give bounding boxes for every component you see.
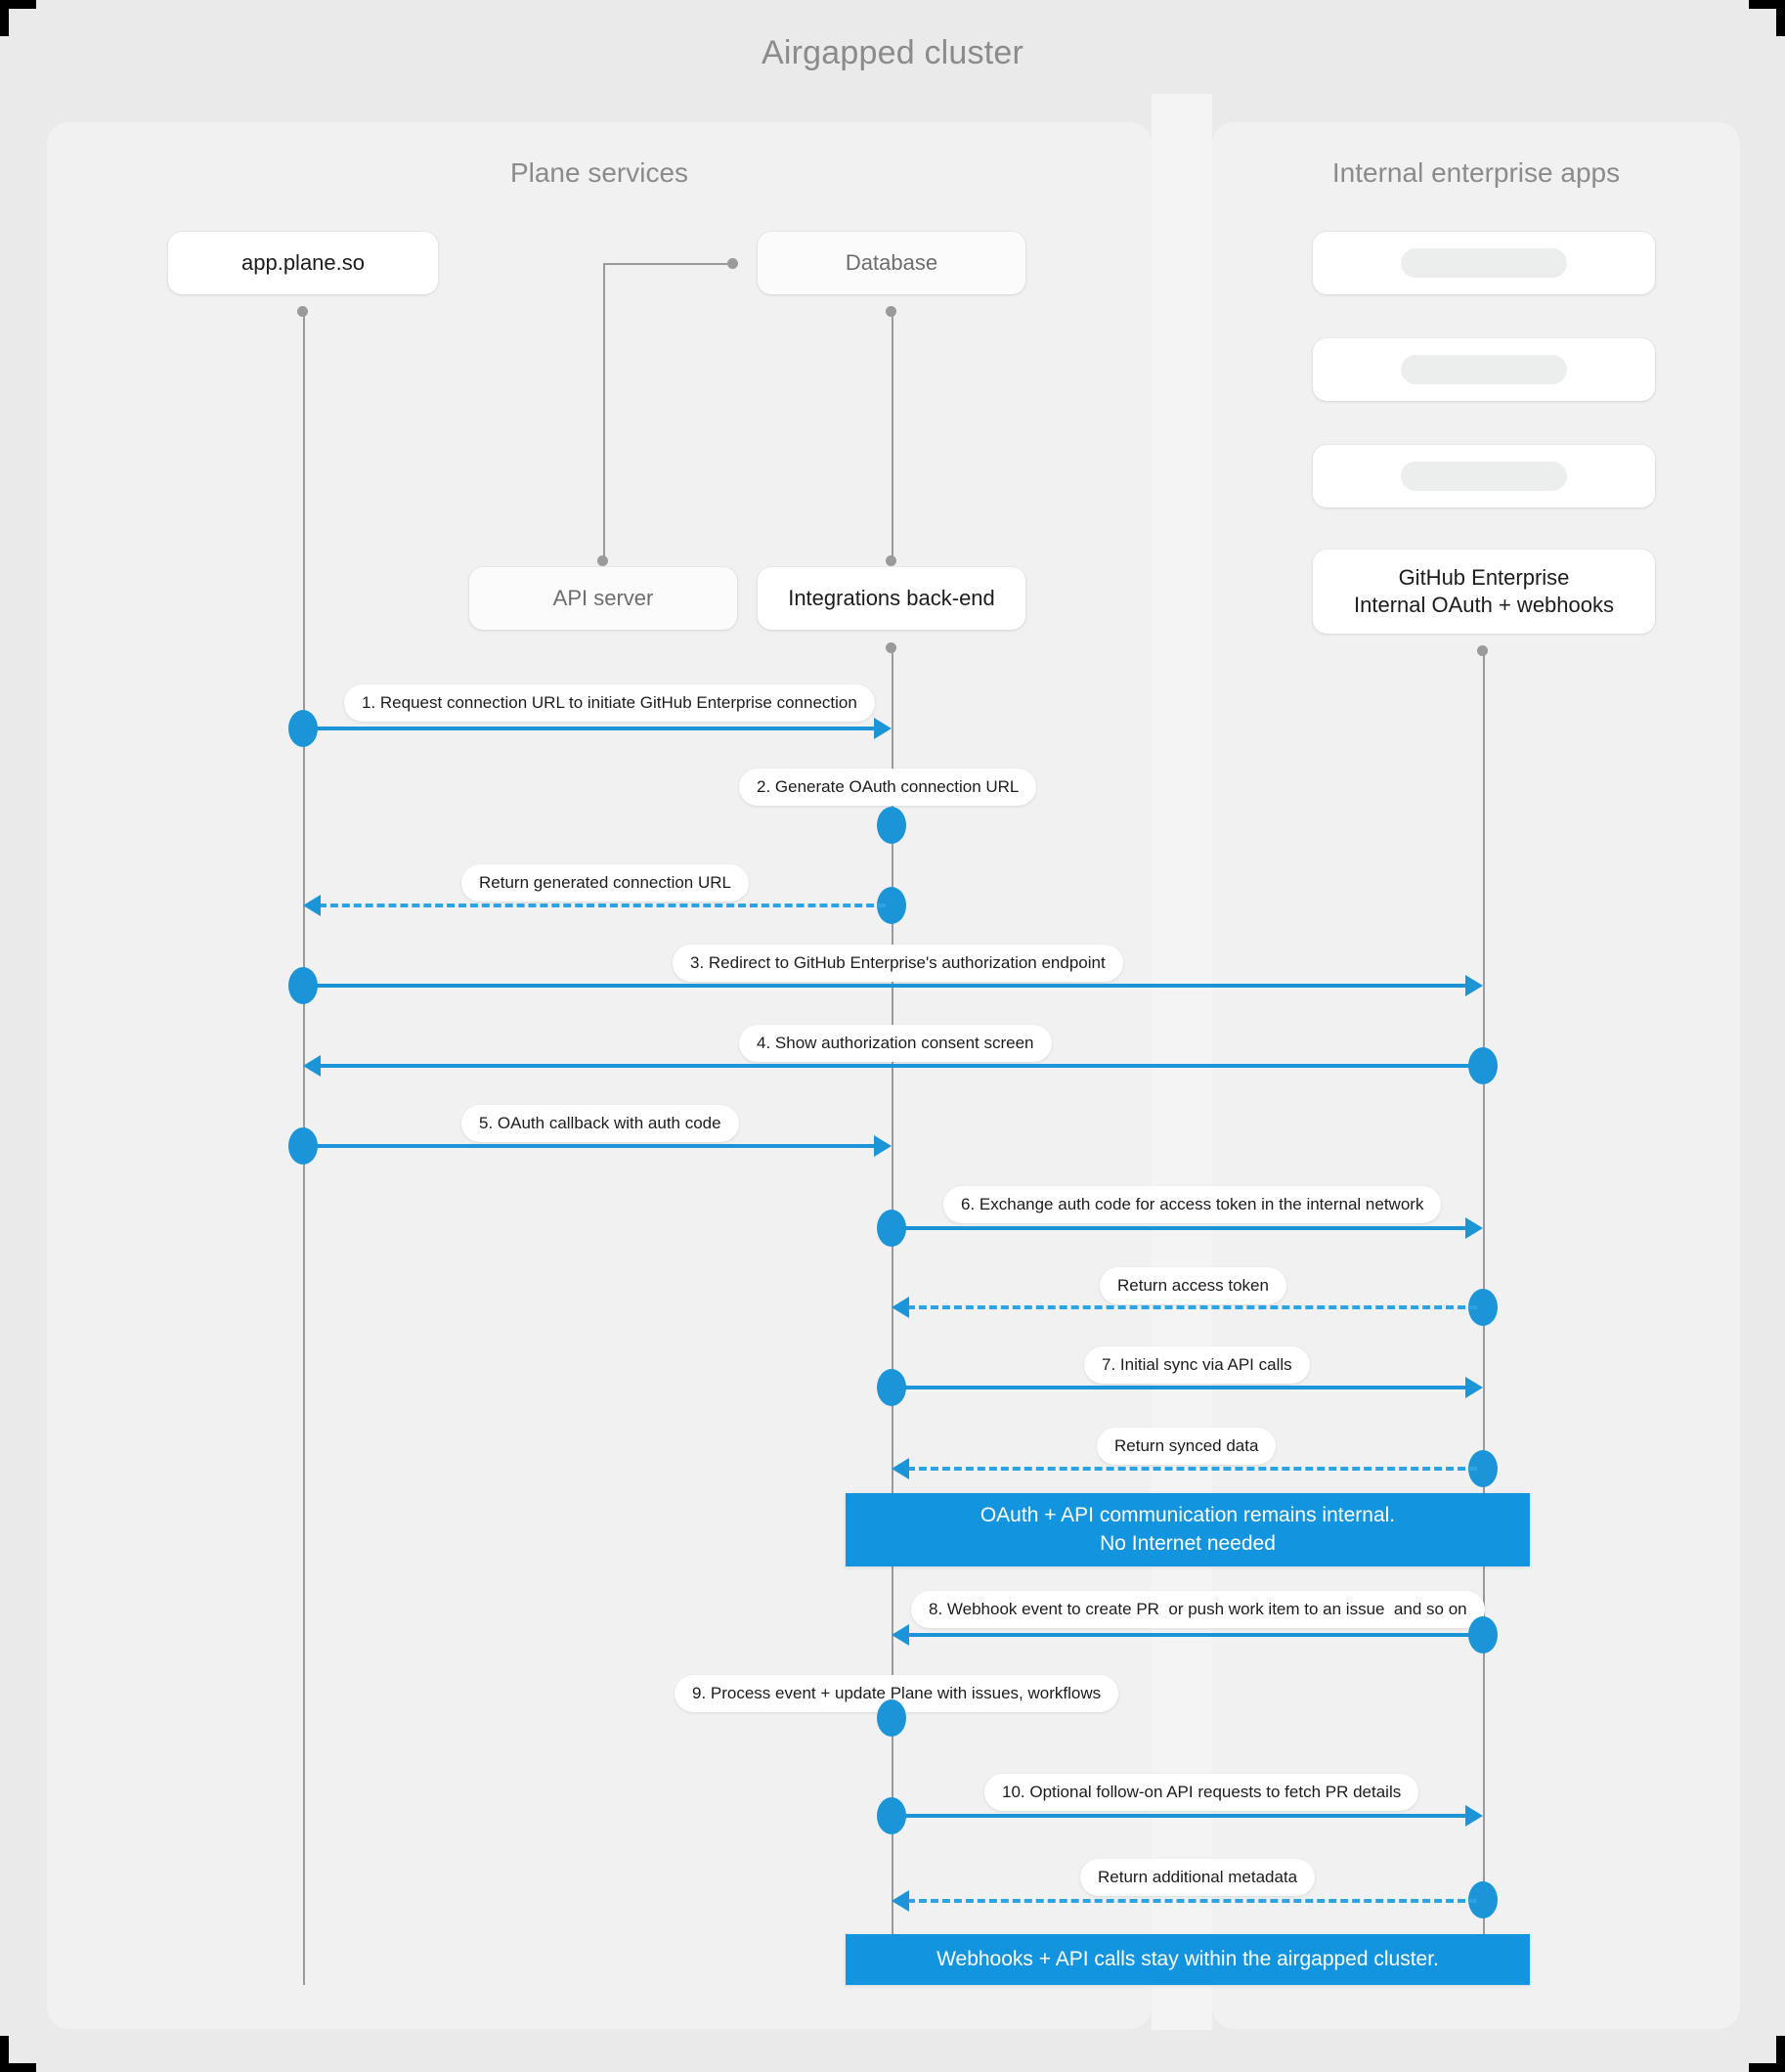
- group-internal-enterprise-apps-title: Internal enterprise apps: [1331, 157, 1621, 188]
- message-label-5: 5. OAuth callback with auth code: [461, 1105, 739, 1142]
- connector-database-to-api-horizontal: [603, 263, 732, 265]
- connector-dot-database-bottom: [886, 306, 896, 317]
- page-title: Airgapped cluster: [762, 34, 1023, 71]
- crop-mark-bottom-right: [1749, 2036, 1785, 2072]
- lifeline-dot-app-plane-so: [297, 306, 308, 317]
- message-line-4: [319, 1064, 1477, 1068]
- message-arrowhead-7: [1465, 1377, 1483, 1398]
- crop-mark-top-left: [0, 0, 36, 36]
- message-line-1: [303, 727, 874, 730]
- participant-placeholder-3[interactable]: [1313, 445, 1655, 507]
- message-line-3: [303, 984, 1465, 988]
- participant-integrations-backend[interactable]: Integrations back-end: [758, 567, 1025, 630]
- message-arrowhead-5: [874, 1135, 892, 1157]
- message-arrowhead-10: [1465, 1805, 1483, 1827]
- message-arrowhead-return-4: [892, 1890, 909, 1912]
- participant-app-plane-so-label: app.plane.so: [241, 249, 365, 275]
- message-label-return-4: Return additional metadata: [1080, 1859, 1316, 1896]
- message-arrowhead-return-2: [892, 1297, 909, 1318]
- placeholder-pill-3: [1401, 462, 1567, 491]
- message-label-return-3: Return synced data: [1097, 1428, 1277, 1465]
- message-line-return-4: [907, 1899, 1477, 1903]
- participant-api-server-label: API server: [552, 585, 654, 610]
- message-label-7: 7. Initial sync via API calls: [1084, 1346, 1310, 1384]
- connector-dot-integrations-top: [886, 555, 896, 566]
- participant-placeholder-2[interactable]: [1313, 338, 1655, 401]
- message-line-return-1: [319, 904, 886, 907]
- message-line-7: [892, 1386, 1465, 1389]
- participant-app-plane-so[interactable]: app.plane.so: [168, 232, 438, 294]
- note-oauth-internal-line-1: OAuth + API communication remains intern…: [980, 1504, 1396, 1527]
- group-plane-services-title: Plane services: [509, 157, 689, 188]
- note-webhooks-airgapped: Webhooks + API calls stay within the air…: [846, 1934, 1530, 1985]
- lifeline-dot-github-enterprise: [1477, 645, 1488, 656]
- message-arrowhead-return-1: [303, 895, 321, 916]
- note-oauth-internal-line-2: No Internet needed: [1100, 1531, 1276, 1555]
- message-label-2: 2. Generate OAuth connection URL: [739, 769, 1037, 806]
- crop-mark-bottom-left: [0, 2036, 36, 2072]
- group-gap-band: [1152, 94, 1212, 2030]
- note-oauth-internal: OAuth + API communication remains intern…: [846, 1493, 1530, 1566]
- message-line-return-2: [907, 1305, 1477, 1309]
- connector-database-to-api-vertical: [603, 263, 605, 561]
- message-label-4: 4. Show authorization consent screen: [739, 1025, 1052, 1062]
- activation-9: [877, 1699, 906, 1737]
- message-label-6: 6. Exchange auth code for access token i…: [943, 1186, 1442, 1223]
- placeholder-pill-2: [1401, 355, 1567, 384]
- message-arrowhead-3: [1465, 975, 1483, 996]
- message-arrowhead-1: [874, 718, 892, 739]
- message-line-10: [892, 1814, 1465, 1818]
- message-label-return-2: Return access token: [1100, 1267, 1286, 1304]
- message-arrowhead-8: [892, 1624, 909, 1646]
- participant-database-label: Database: [845, 249, 938, 275]
- message-label-return-1: Return generated connection URL: [461, 864, 749, 902]
- participant-github-enterprise[interactable]: GitHub Enterprise Internal OAuth + webho…: [1313, 550, 1655, 634]
- participant-database[interactable]: Database: [758, 232, 1025, 294]
- message-label-3: 3. Redirect to GitHub Enterprise's autho…: [673, 945, 1123, 982]
- connector-dot-api-server-top: [597, 555, 608, 566]
- message-label-9: 9. Process event + update Plane with iss…: [675, 1675, 1119, 1712]
- connector-database-to-integrations: [892, 311, 893, 557]
- participant-api-server[interactable]: API server: [469, 567, 737, 630]
- group-plane-services: Plane services: [47, 122, 1152, 2029]
- placeholder-pill-1: [1401, 248, 1567, 278]
- crop-mark-top-right: [1749, 0, 1785, 36]
- connector-dot-database-left: [727, 258, 738, 269]
- message-line-6: [892, 1226, 1465, 1230]
- lifeline-dot-integrations: [886, 642, 896, 653]
- participant-integrations-backend-label: Integrations back-end: [788, 585, 995, 610]
- note-webhooks-airgapped-line-1: Webhooks + API calls stay within the air…: [936, 1947, 1439, 1970]
- message-label-10: 10. Optional follow-on API requests to f…: [984, 1774, 1419, 1811]
- message-line-5: [303, 1144, 874, 1148]
- message-label-8: 8. Webhook event to create PR or push wo…: [911, 1591, 1485, 1628]
- message-label-1: 1. Request connection URL to initiate Gi…: [344, 684, 875, 722]
- message-arrowhead-4: [303, 1055, 321, 1077]
- participant-placeholder-1[interactable]: [1313, 232, 1655, 294]
- participant-github-enterprise-label: GitHub Enterprise Internal OAuth + webho…: [1354, 564, 1614, 617]
- message-arrowhead-return-3: [892, 1458, 909, 1479]
- message-line-return-3: [907, 1467, 1477, 1471]
- activation-2: [877, 807, 906, 844]
- message-line-8: [907, 1633, 1477, 1637]
- message-arrowhead-6: [1465, 1217, 1483, 1239]
